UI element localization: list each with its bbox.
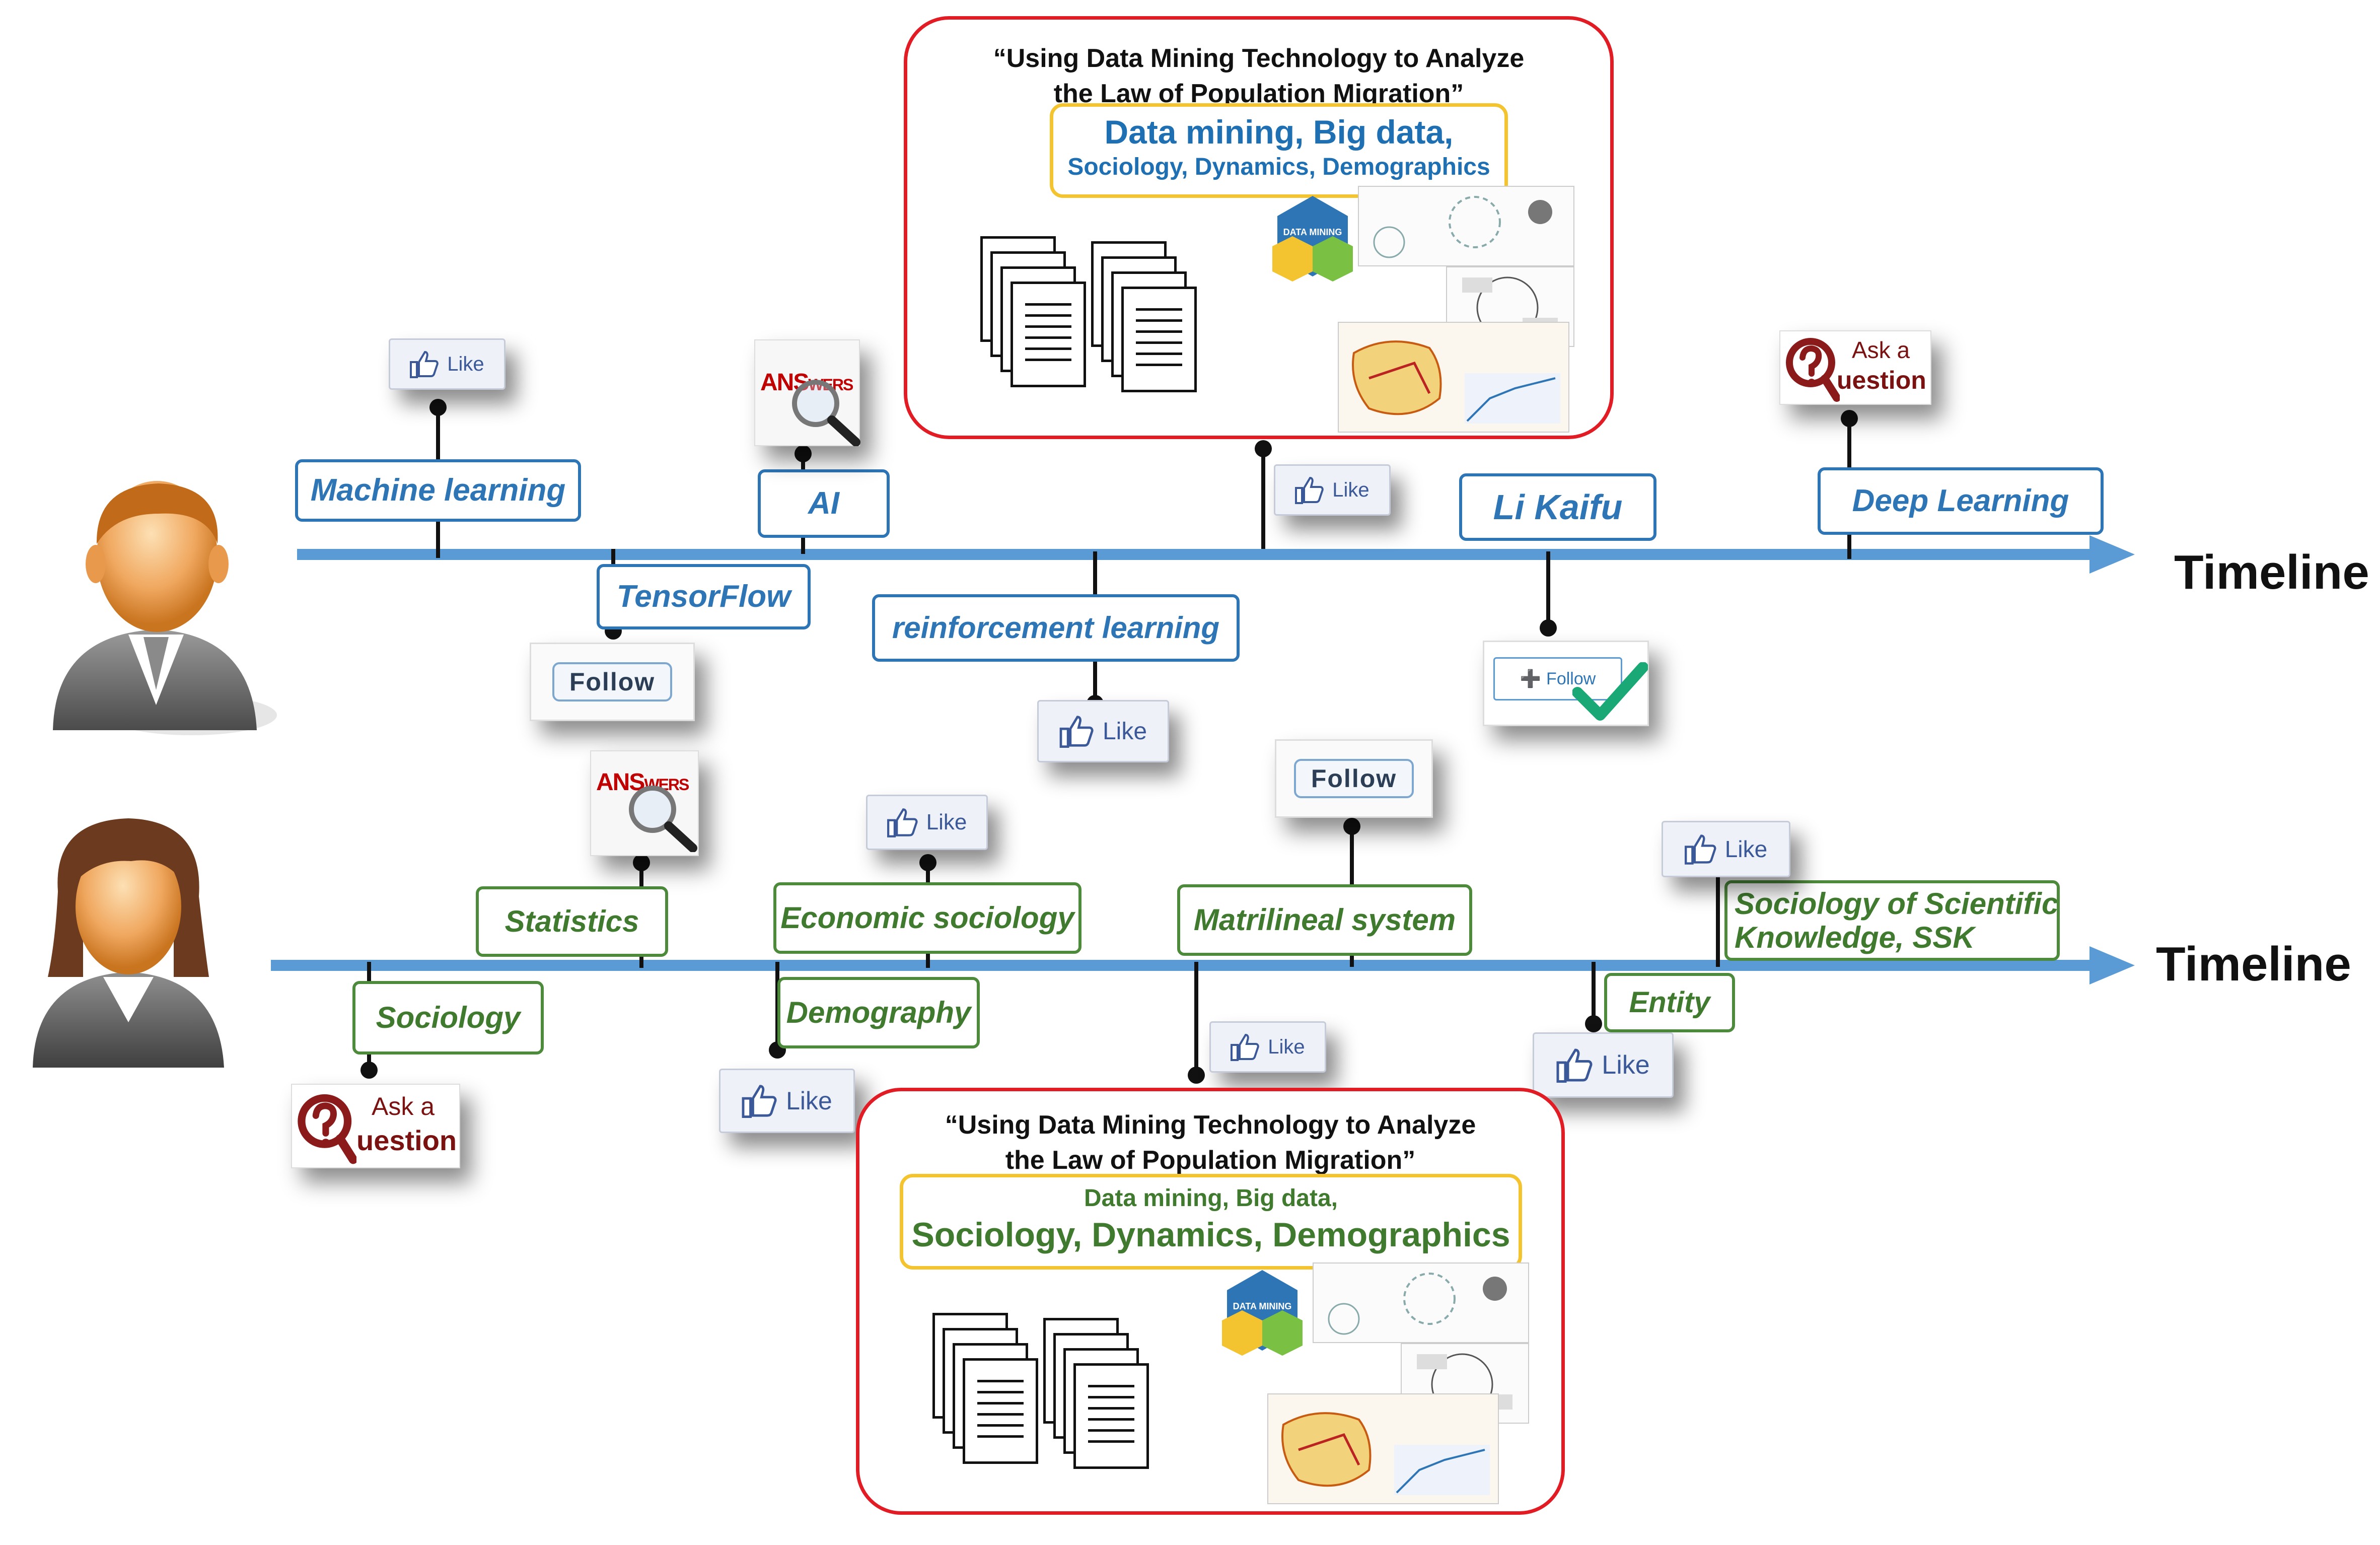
like-button[interactable]: Like bbox=[1662, 821, 1790, 877]
like-button[interactable]: Like bbox=[389, 338, 506, 390]
ask-question-badge: Ask a uestion bbox=[1779, 330, 1931, 405]
data-mining-logo: DATA MINING bbox=[1222, 1270, 1303, 1356]
tag-sociology: Sociology bbox=[352, 981, 544, 1055]
paper-panel-top: “Using Data Mining Technology to Analyze… bbox=[904, 16, 1614, 439]
paper-panel-bottom: “Using Data Mining Technology to Analyze… bbox=[856, 1088, 1565, 1515]
pin-dot bbox=[633, 854, 650, 871]
checkmark-icon bbox=[1572, 662, 1648, 721]
follow-badge: Follow bbox=[1275, 739, 1433, 818]
network-graph-icon bbox=[1328, 1273, 1507, 1335]
pin-dot bbox=[1841, 410, 1858, 427]
tag-demography: Demography bbox=[777, 977, 980, 1048]
paper-title: “Using Data Mining Technology to Analyze… bbox=[945, 1110, 1476, 1175]
pin-dot bbox=[1540, 619, 1557, 637]
tag-reinforcement-learning: reinforcement learning bbox=[872, 594, 1240, 662]
tag-matrilineal-system: Matrilineal system bbox=[1177, 884, 1472, 956]
pin-stem bbox=[1716, 866, 1720, 967]
thumbs-up-icon bbox=[1556, 1048, 1593, 1083]
pin-dot bbox=[919, 854, 936, 871]
magnifier-icon bbox=[792, 380, 860, 446]
tag-economic-sociology: Economic sociology bbox=[773, 882, 1081, 954]
tag-tensorflow: TensorFlow bbox=[597, 564, 811, 629]
like-button[interactable]: Like bbox=[866, 795, 988, 850]
tag-statistics: Statistics bbox=[476, 886, 668, 957]
pin-dot bbox=[1343, 818, 1360, 835]
like-button[interactable]: Like bbox=[1037, 700, 1169, 762]
tag-entity: Entity bbox=[1604, 973, 1735, 1032]
thumbs-up-icon bbox=[1059, 716, 1094, 748]
paper-keywords: Data mining, Big data, Sociology, Dynami… bbox=[900, 1174, 1522, 1270]
magnifier-icon bbox=[629, 786, 697, 852]
timeline-label-user2: Timeline bbox=[2156, 937, 2351, 991]
like-button[interactable]: Like bbox=[719, 1069, 855, 1133]
pin-dot bbox=[1255, 440, 1272, 457]
thumbs-up-icon bbox=[410, 350, 439, 378]
female-user-icon bbox=[33, 818, 224, 1068]
follow-badge: Follow bbox=[530, 643, 695, 721]
svg-text:DATA MINING: DATA MINING bbox=[1283, 227, 1342, 237]
pin-dot bbox=[795, 445, 812, 462]
like-button[interactable]: Like bbox=[1209, 1021, 1326, 1073]
answers-badge: ANSWERS bbox=[590, 750, 699, 856]
add-user-icon: ➕ bbox=[1520, 669, 1542, 688]
pin-stem bbox=[1546, 551, 1550, 627]
tag-deep-learning: Deep Learning bbox=[1818, 467, 2104, 535]
timeline-label-user1: Timeline bbox=[2174, 545, 2369, 599]
svg-text:DATA MINING: DATA MINING bbox=[1233, 1301, 1292, 1311]
question-mark-icon bbox=[298, 1094, 356, 1164]
network-graph-icon bbox=[1373, 196, 1552, 258]
data-mining-logo: DATA MINING bbox=[1272, 196, 1353, 282]
thumbs-up-icon bbox=[742, 1085, 777, 1118]
tag-ai: AI bbox=[758, 469, 890, 538]
question-mark-icon bbox=[1786, 338, 1840, 402]
like-button[interactable]: Like bbox=[1274, 464, 1391, 516]
pin-dot bbox=[429, 399, 447, 416]
ask-question-badge: Ask a uestion bbox=[291, 1084, 460, 1168]
pin-stem bbox=[1194, 962, 1198, 1078]
pin-dot bbox=[360, 1062, 378, 1079]
male-user-icon bbox=[53, 481, 277, 735]
paper-keywords: Data mining, Big data, Sociology, Dynami… bbox=[1050, 103, 1508, 198]
tag-li-kaifu: Li Kaifu bbox=[1459, 473, 1656, 541]
timeline-axis-user2 bbox=[271, 960, 2095, 971]
timeline-arrowhead-icon bbox=[2089, 535, 2135, 574]
pin-dot bbox=[1585, 1015, 1602, 1032]
paper-title: “Using Data Mining Technology to Analyze… bbox=[993, 44, 1525, 108]
tag-machine-learning: Machine learning bbox=[295, 459, 581, 522]
thumbs-up-icon bbox=[1231, 1033, 1260, 1061]
timeline-axis-user1 bbox=[297, 549, 2095, 560]
follow-confirmed-badge: ➕Follow bbox=[1483, 641, 1649, 726]
pin-stem bbox=[1592, 962, 1596, 1027]
like-button[interactable]: Like bbox=[1533, 1032, 1674, 1098]
thumbs-up-icon bbox=[1295, 476, 1324, 504]
pin-stem bbox=[1261, 448, 1265, 549]
timeline-arrowhead-icon bbox=[2089, 946, 2135, 985]
answers-badge: ANSWERS bbox=[754, 339, 860, 446]
thumbs-up-icon bbox=[887, 808, 918, 837]
thumbs-up-icon bbox=[1684, 834, 1716, 865]
pin-dot bbox=[1188, 1067, 1205, 1084]
